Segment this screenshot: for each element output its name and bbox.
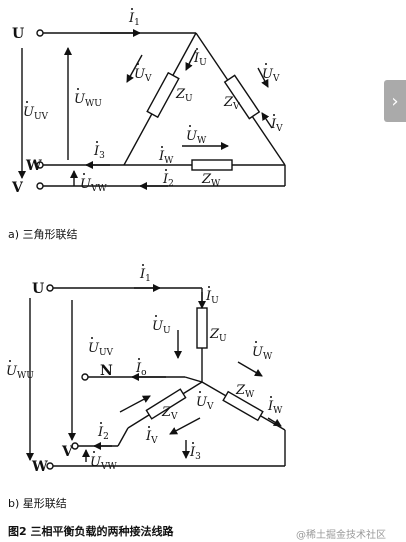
caption-delta: a) 三角形联结 <box>8 228 78 241</box>
svg-text:IU: IU <box>205 289 219 306</box>
terminal-u <box>46 284 54 292</box>
terminal-u <box>36 29 44 37</box>
node-u: U <box>12 26 24 42</box>
label-i3: 3 <box>99 151 105 161</box>
node-n: N <box>100 363 113 379</box>
impedance-zv <box>223 74 261 120</box>
node-w: W <box>25 158 42 174</box>
label-zu: U <box>219 334 227 344</box>
label-uv-side: V <box>144 74 152 84</box>
svg-text:ZU: ZU <box>175 87 193 104</box>
node-v: V <box>11 180 24 196</box>
impedance-zu <box>196 307 208 349</box>
terminal-v <box>36 182 44 190</box>
label-i2: 2 <box>168 179 174 189</box>
svg-text:UW: UW <box>186 129 207 146</box>
figure-caption: 图2 三相平衡负载的两种接法线路 <box>8 525 174 538</box>
svg-text:ZU: ZU <box>209 327 227 344</box>
label-iu: U <box>199 58 207 68</box>
star-diagram <box>26 284 286 470</box>
label-uv: V <box>272 74 280 84</box>
caption-star: b) 星形联结 <box>8 497 67 510</box>
label-uw: W <box>263 352 273 362</box>
label-uuv: UV <box>99 348 114 358</box>
terminal-v <box>71 442 79 450</box>
svg-text:IW: IW <box>158 149 174 166</box>
arrow-uv-right <box>257 67 269 88</box>
svg-text:Io: Io <box>135 361 147 378</box>
node-w: W <box>31 459 48 475</box>
terminal-n <box>81 373 89 381</box>
svg-text:ZW: ZW <box>201 172 221 189</box>
arrow-uv-side <box>126 54 143 83</box>
label-uvw: VW <box>90 184 107 194</box>
next-arrow-button[interactable]: › <box>384 80 406 122</box>
star-labels: U N V W I1 IU Io IV IW I2 I3 UU UUV UWU … <box>6 267 283 475</box>
svg-text:UV: UV <box>196 395 214 412</box>
svg-text:UVW: UVW <box>90 455 117 472</box>
label-i2: 2 <box>103 432 109 442</box>
impedance-zu <box>146 71 180 119</box>
impedance-zw <box>191 159 233 171</box>
arrow-iv <box>261 112 273 129</box>
label-i3: 3 <box>195 452 201 462</box>
svg-text:IV: IV <box>270 117 283 134</box>
svg-text:UUV: UUV <box>88 341 114 358</box>
impedance-zw <box>222 390 264 422</box>
arrow-iv <box>169 417 201 435</box>
svg-text:ZV: ZV <box>161 405 178 422</box>
terminal-w <box>46 462 54 470</box>
label-i1: 1 <box>134 18 140 28</box>
svg-text:UWU: UWU <box>74 92 102 109</box>
label-i1: 1 <box>145 274 151 284</box>
svg-text:I1: I1 <box>139 267 151 284</box>
node-u: U <box>32 281 44 297</box>
label-iw: W <box>164 156 174 166</box>
label-zu: U <box>185 94 193 104</box>
watermark: @稀土掘金技术社区 <box>296 530 386 541</box>
chevron-right-icon: › <box>391 90 399 112</box>
label-uwu: WU <box>17 371 34 381</box>
label-zv: V <box>232 102 240 112</box>
svg-text:IW: IW <box>267 399 283 416</box>
impedance-zv <box>145 388 187 420</box>
svg-text:IV: IV <box>145 429 158 446</box>
delta-diagram <box>18 29 286 190</box>
label-uuv: UV <box>34 112 49 122</box>
svg-text:I1: I1 <box>128 11 140 28</box>
svg-text:UV: UV <box>262 67 280 84</box>
svg-text:I2: I2 <box>97 425 109 442</box>
label-iv: V <box>275 124 283 134</box>
node-v: V <box>61 444 74 460</box>
arrow-uv <box>119 395 151 413</box>
label-zw: W <box>245 390 255 400</box>
label-uv: V <box>206 402 214 412</box>
label-uvw: VW <box>100 462 117 472</box>
phasor-dots <box>9 8 275 453</box>
label-uw: W <box>197 136 207 146</box>
svg-text:UVW: UVW <box>80 177 107 194</box>
arrow-uw <box>237 361 263 377</box>
svg-text:UU: UU <box>152 319 171 336</box>
svg-text:UV: UV <box>134 67 152 84</box>
svg-text:IU: IU <box>193 51 207 68</box>
label-io: o <box>141 368 146 378</box>
arrow-iu <box>185 49 197 71</box>
svg-text:I2: I2 <box>162 172 174 189</box>
label-uwu: WU <box>85 99 102 109</box>
label-iv: V <box>150 436 158 446</box>
label-zw: W <box>211 179 221 189</box>
label-zv: V <box>170 412 178 422</box>
svg-text:ZW: ZW <box>235 383 255 400</box>
label-iw: W <box>273 406 283 416</box>
label-iu: U <box>211 296 219 306</box>
label-uu: U <box>163 326 171 336</box>
svg-text:I3: I3 <box>93 144 105 161</box>
svg-text:I3: I3 <box>189 445 201 462</box>
svg-text:UW: UW <box>252 345 273 362</box>
arrow-iw <box>267 417 282 427</box>
svg-text:UUV: UUV <box>23 105 49 122</box>
